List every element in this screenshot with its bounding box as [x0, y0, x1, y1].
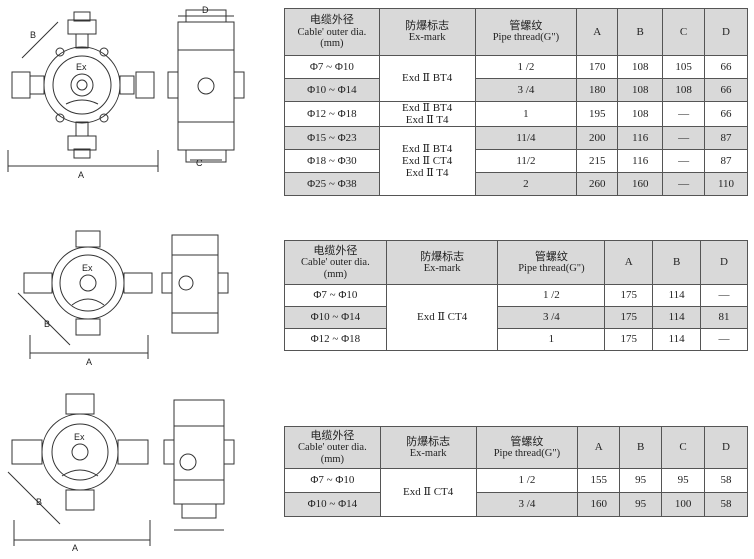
header-cable: 电缆外径 Cable' outer dia. (mm) — [284, 8, 380, 56]
dimension-a-label: A — [78, 170, 84, 180]
ex-label: Ex — [76, 62, 87, 72]
table-row: Φ18 ~ Φ30 11/2 215 116 — 87 — [284, 149, 748, 174]
table-header-row: 电缆外径 Cable' outer dia. (mm) 防爆标志 Ex-mark… — [284, 8, 748, 56]
header-c: C — [662, 8, 706, 56]
table-row: Φ10 ~ Φ14 3 /4 175 114 81 — [284, 306, 748, 329]
table-row: Φ7 ~ Φ10 Exd Ⅱ CT4 1 /2 175 114 — — [284, 284, 748, 351]
header-d: D — [704, 8, 748, 56]
table-row: Φ10 ~ Φ14 3 /4 180 108 108 66 — [284, 78, 748, 102]
header-d: D — [704, 426, 748, 469]
header-c: C — [661, 426, 706, 469]
header-exmark: 防爆标志 Ex-mark — [378, 8, 476, 56]
junction-box-drawing-1: A B C D Ex — [7, 5, 245, 180]
header-exmark: 防爆标志 Ex-mark — [385, 240, 499, 285]
dimension-b-label: B — [30, 30, 36, 40]
dimension-b-label-2: B — [44, 319, 50, 329]
header-exmark: 防爆标志 Ex-mark — [379, 426, 477, 469]
table-row: Φ7 ~ Φ10 Exd Ⅱ CT4 1 /2 155 95 95 58 — [284, 468, 748, 517]
exmark-cell: Exd Ⅱ CT4 — [379, 468, 477, 517]
exmark-cell: Exd Ⅱ BT4 Exd Ⅱ T4 — [378, 100, 476, 128]
table-row: Φ12 ~ Φ18 Exd Ⅱ BT4 Exd Ⅱ T4 1 195 108 —… — [284, 100, 748, 128]
header-d: D — [700, 240, 748, 285]
exmark-cell: Exd Ⅱ CT4 — [385, 284, 499, 351]
dimension-b-label-3: B — [36, 497, 42, 507]
table-row: Φ10 ~ Φ14 3 /4 160 95 100 58 — [284, 492, 748, 517]
table-header-row: 电缆外径 Cable' outer dia. (mm) 防爆标志 Ex-mark… — [284, 426, 748, 469]
table-row: Φ15 ~ Φ23 Exd Ⅱ BT4 Exd Ⅱ CT4 Exd Ⅱ T4 1… — [284, 126, 748, 197]
header-a: A — [577, 426, 621, 469]
dimension-a-label-2: A — [86, 357, 92, 367]
table-row: Φ7 ~ Φ10 Exd Ⅱ BT4 1 /2 170 108 105 66 — [284, 55, 748, 102]
exmark-cell: Exd Ⅱ BT4 Exd Ⅱ CT4 Exd Ⅱ T4 — [378, 126, 476, 197]
ex-label-3: Ex — [74, 432, 85, 442]
dimension-d-label: D — [202, 5, 209, 15]
exmark-cell: Exd Ⅱ BT4 — [378, 55, 476, 102]
header-a: A — [576, 8, 619, 56]
dimension-c-label: C — [196, 158, 203, 168]
header-cable: 电缆外径 Cable' outer dia. (mm) — [284, 240, 387, 285]
header-a: A — [604, 240, 654, 285]
table-header-row: 电缆外径 Cable' outer dia. (mm) 防爆标志 Ex-mark… — [284, 240, 748, 285]
junction-box-drawing-3: A B Ex — [7, 393, 235, 553]
spec-table-1: 电缆外径 Cable' outer dia. (mm) 防爆标志 Ex-mark… — [284, 8, 748, 197]
spec-table-3: 电缆外径 Cable' outer dia. (mm) 防爆标志 Ex-mark… — [284, 426, 748, 517]
header-pipe: 管螺纹 Pipe thread(G") — [475, 426, 579, 469]
table-row: Φ12 ~ Φ18 1 175 114 — — [284, 328, 748, 351]
header-b: B — [619, 426, 663, 469]
spec-table-2: 电缆外径 Cable' outer dia. (mm) 防爆标志 Ex-mark… — [284, 240, 748, 351]
table-row: Φ25 ~ Φ38 2 260 160 — 110 — [284, 172, 748, 197]
header-cable: 电缆外径 Cable' outer dia. (mm) — [284, 426, 381, 469]
header-b: B — [617, 8, 664, 56]
junction-box-drawing-2: A B Ex — [17, 230, 229, 367]
header-pipe: 管螺纹 Pipe thread(G") — [497, 240, 606, 285]
dimension-a-label-3: A — [72, 543, 78, 553]
ex-label-2: Ex — [82, 263, 93, 273]
header-b: B — [652, 240, 702, 285]
header-pipe: 管螺纹 Pipe thread(G") — [474, 8, 578, 56]
